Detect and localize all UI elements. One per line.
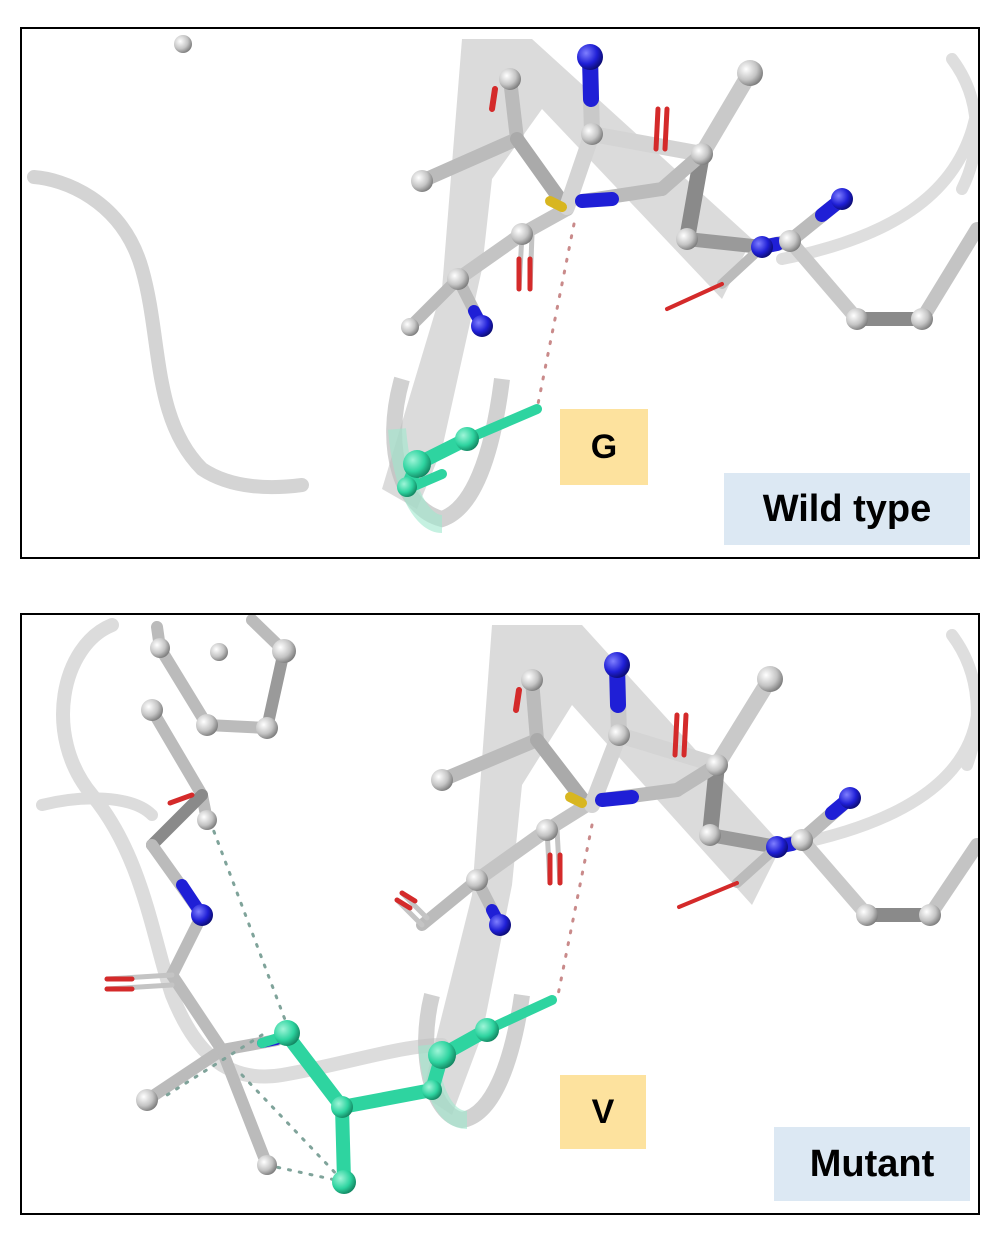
mutant-panel: V Mutant — [20, 613, 980, 1215]
residue-label: V — [560, 1075, 646, 1149]
state-label: Mutant — [774, 1127, 970, 1201]
backbone-ribbon — [776, 53, 978, 265]
contact-line — [208, 819, 289, 1027]
beta-sheet-ribbon — [388, 428, 444, 533]
wild-type-panel: G Wild type — [20, 27, 980, 559]
backbone-ribbon — [786, 629, 978, 851]
backbone-ribbon — [27, 170, 309, 495]
backbone-ribbon — [56, 618, 449, 1084]
mutant-structure — [36, 615, 978, 1194]
valine-residue — [257, 995, 557, 1194]
state-label: Wild type — [724, 473, 970, 545]
contact-line — [165, 1033, 264, 1097]
hydrogen-bond — [555, 823, 594, 1002]
contact-line — [265, 1163, 342, 1183]
backbone-ribbon — [36, 792, 158, 821]
glycine-residue — [397, 404, 542, 497]
contact-line — [240, 1073, 344, 1182]
atoms — [174, 35, 933, 337]
atoms — [136, 638, 941, 1175]
residue-label: G — [560, 409, 648, 485]
wild-type-structure — [27, 35, 978, 533]
hydrogen-bond — [535, 222, 576, 411]
